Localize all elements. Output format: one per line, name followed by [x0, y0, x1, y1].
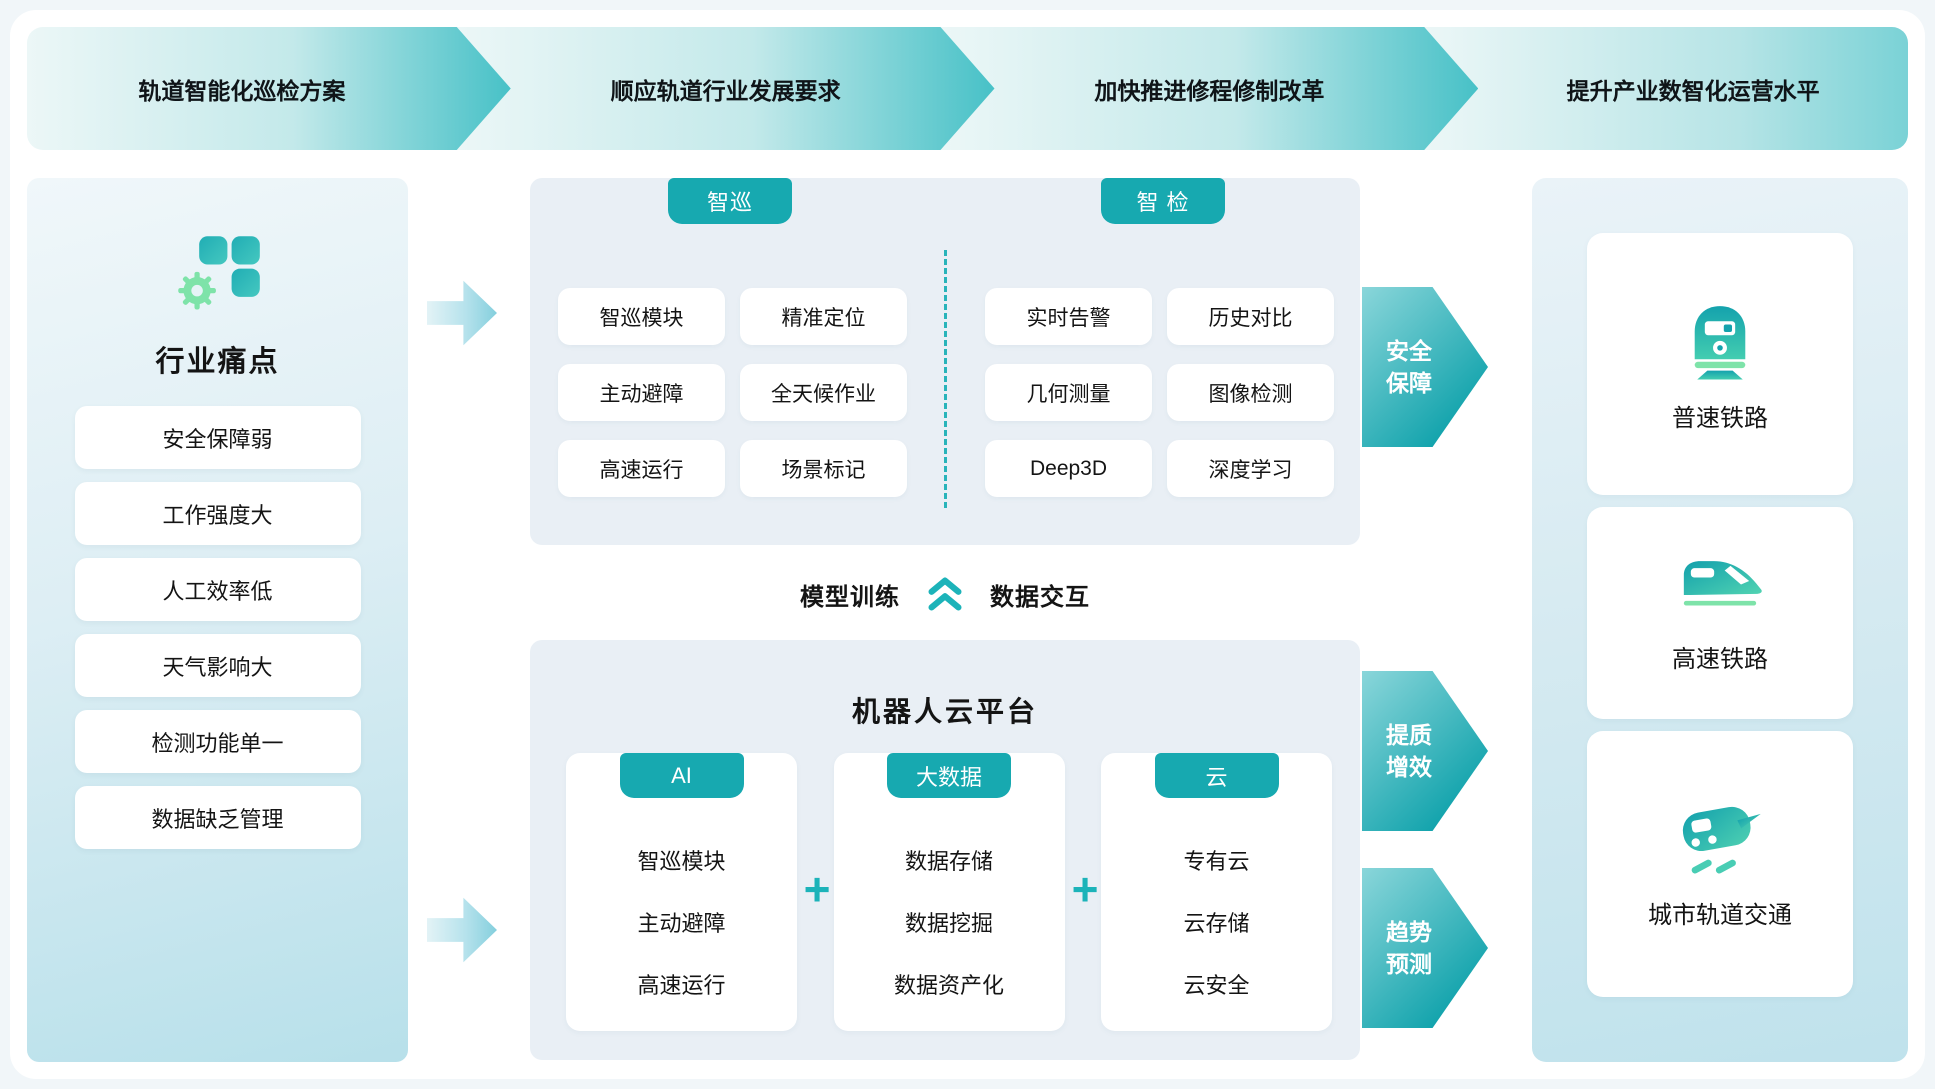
scenario-label: 城市轨道交通	[1648, 901, 1792, 929]
pain-point-item: 安全保障弱	[74, 406, 361, 469]
banner-step-label: 加快推进修程修制改革	[1094, 77, 1325, 104]
urban-rail-train-icon	[1682, 806, 1761, 873]
banner-step-label: 顺应轨道行业发展要求	[610, 77, 841, 104]
pain-point-item: 检测功能单一	[74, 710, 361, 773]
banner-step: 轨道智能化巡检方案	[27, 27, 511, 150]
feature-item: Deep3D	[985, 440, 1152, 497]
regular-speed-train-icon	[1694, 305, 1746, 379]
data-interaction-label: 数据交互	[990, 583, 1090, 611]
double-chevron-up-icon	[928, 577, 962, 611]
bigdata-badge: 大数据	[887, 753, 1011, 798]
smart-patrol-items: 智巡模块 精准定位 主动避障 全天候作业 高速运行 场景标记	[558, 288, 907, 497]
scenario-card-high-speed-rail: 高速铁路	[1587, 507, 1853, 719]
scenario-label: 普速铁路	[1672, 404, 1768, 432]
platform-item: 高速运行	[637, 973, 726, 998]
benefit-arrow-label: 提质 增效	[1386, 721, 1432, 780]
feature-item: 几何测量	[985, 364, 1152, 421]
pain-points-title: 行业痛点	[155, 346, 280, 378]
banner-step-label: 提升产业数智化运营水平	[1566, 77, 1820, 104]
feature-item: 全天候作业	[740, 364, 907, 421]
platform-item: 智巡模块	[637, 849, 726, 874]
banner-step: 加快推进修程修制改革	[941, 27, 1479, 150]
feature-item: 实时告警	[985, 288, 1152, 345]
banner-step-label: 轨道智能化巡检方案	[138, 77, 346, 104]
platform-item: 数据挖掘	[904, 911, 993, 936]
smart-patrol-badge: 智巡	[668, 178, 792, 224]
benefit-arrow-label: 安全 保障	[1386, 337, 1432, 396]
scenario-card-urban-rail: 城市轨道交通	[1587, 731, 1853, 997]
cloud-platform-columns: AI 智巡模块 主动避障 高速运行 大数据 数据存储 数据挖掘 数据资产化 云 …	[566, 753, 1332, 1031]
pain-point-item: 天气影响大	[74, 634, 361, 697]
platform-item: 云安全	[1183, 973, 1250, 998]
banner-step: 顺应轨道行业发展要求	[457, 27, 995, 150]
cloud-badge: 云	[1154, 753, 1279, 798]
platform-item: 数据资产化	[893, 973, 1004, 998]
banner-step: 提升产业数智化运营水平	[1424, 27, 1908, 150]
bigdata-items: 数据存储 数据挖掘 数据资产化	[834, 829, 1065, 1015]
top-banner: 轨道智能化巡检方案 顺应轨道行业发展要求 加快推进修程修制改革 提升产业数智化运…	[27, 27, 1908, 150]
cloud-items: 专有云 云存储 云安全	[1101, 829, 1332, 1015]
platform-item: 数据存储	[904, 849, 993, 874]
plus-icon: +	[1071, 863, 1099, 915]
feature-item: 智巡模块	[558, 288, 725, 345]
feature-item: 历史对比	[1167, 288, 1334, 345]
grid-gear-icon	[177, 236, 260, 310]
feature-item: 图像检测	[1167, 364, 1334, 421]
platform-item: 专有云	[1183, 849, 1250, 874]
plus-icon: +	[803, 863, 831, 915]
smart-inspection-items: 实时告警 历史对比 几何测量 图像检测 Deep3D 深度学习	[985, 288, 1334, 497]
feature-item: 深度学习	[1167, 440, 1334, 497]
cloud-card: 云 专有云 云存储 云安全	[1101, 753, 1332, 1031]
inspection-panel: 智巡 智 检 智巡模块 精准定位 主动避障 全天候作业 高速运行 场景标记 实时…	[530, 178, 1360, 545]
pain-points-list: 安全保障弱 工作强度大 人工效率低 天气影响大 检测功能单一 数据缺乏管理	[74, 406, 361, 849]
feature-item: 精准定位	[740, 288, 907, 345]
cloud-platform-title: 机器人云平台	[851, 696, 1038, 727]
cloud-platform-panel: 机器人云平台 AI 智巡模块 主动避障 高速运行 大数据 数据存储 数据挖掘 数…	[530, 640, 1360, 1060]
ai-badge: AI	[619, 753, 744, 798]
benefit-arrow-label: 趋势 预测	[1386, 918, 1432, 977]
ai-card: AI 智巡模块 主动避障 高速运行	[566, 753, 797, 1031]
dashed-divider	[944, 250, 947, 508]
pain-point-item: 工作强度大	[74, 482, 361, 545]
scenarios-panel: 普速铁路 高速铁路	[1532, 178, 1908, 1062]
platform-item: 主动避障	[637, 911, 726, 936]
scenario-label: 高速铁路	[1672, 645, 1768, 673]
scenario-card-regular-rail: 普速铁路	[1587, 233, 1853, 495]
high-speed-train-icon	[1683, 560, 1762, 605]
feature-item: 场景标记	[740, 440, 907, 497]
pain-point-item: 数据缺乏管理	[74, 786, 361, 849]
model-training-label: 模型训练	[800, 583, 900, 611]
feature-item: 高速运行	[558, 440, 725, 497]
feature-item: 主动避障	[558, 364, 725, 421]
platform-item: 云存储	[1183, 911, 1250, 936]
model-data-connector: 模型训练 数据交互	[530, 572, 1360, 616]
bigdata-card: 大数据 数据存储 数据挖掘 数据资产化	[833, 753, 1065, 1031]
pain-point-item: 人工效率低	[74, 558, 361, 621]
smart-inspection-badge: 智 检	[1101, 178, 1225, 224]
pain-points-panel: 行业痛点 安全保障弱 工作强度大 人工效率低 天气影响大 检测功能单一 数据缺乏…	[27, 178, 408, 1062]
ai-items: 智巡模块 主动避障 高速运行	[566, 829, 797, 1015]
